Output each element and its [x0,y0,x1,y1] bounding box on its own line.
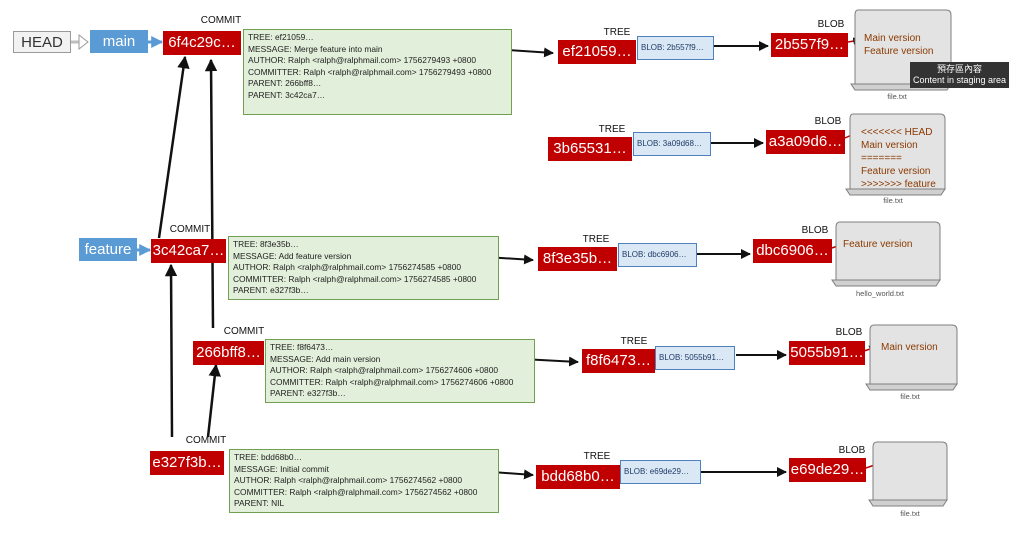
commit-message-line: MESSAGE: Add main version [270,353,381,364]
blob-content-line: Main version [864,33,921,44]
commit-label: COMMIT [223,326,265,337]
commit-tree-line: TREE: bdd68b0… [234,452,302,462]
commit-parent-line: PARENT: e327f3b… [233,285,309,296]
tree-label: TREE [620,336,648,347]
commit-committer-line: COMMITTER: Ralph <ralph@ralphmail.com> 1… [248,66,492,77]
blob-filename: file.txt [887,92,907,101]
commit-parent-line: PARENT: 266bff8… [248,78,322,89]
commit-parent-line: PARENT: NIL [234,498,285,509]
commit-tree-line: TREE: f8f6473… [270,342,334,352]
commit-label: COMMIT [200,15,242,26]
tree-label: TREE [603,27,631,38]
tree-entry: BLOB: 2b557f9… [637,36,714,60]
commit-tree-line: TREE: 8f3e35b… [233,239,299,249]
blob-content-line: ======= [861,153,902,164]
commit-details: TREE: f8f6473… MESSAGE: Add main version… [265,339,535,403]
blob-content: Main version Feature version [864,32,933,58]
commit-label: COMMIT [185,435,227,446]
blob-label: BLOB [835,327,863,338]
blob-hash: a3a09d6… [766,130,845,154]
blob-content-line: Feature version [864,46,934,57]
parent-arrow-e327f3b-to-3c42ca7 [164,263,178,438]
commit-committer-line: COMMITTER: Ralph <ralph@ralphmail.com> 1… [234,486,478,497]
commit-author-line: AUTHOR: Ralph <ralph@ralphmail.com> 1756… [234,475,463,486]
parent-arrow-266bff8-to-6f4c29c [204,58,218,329]
blob-content-line: >>>>>>> feature [861,179,936,190]
blob-hash: 2b557f9… [771,33,848,57]
blob-filename: file.txt [900,509,920,518]
blob-content-line: <<<<<<< HEAD [861,127,933,138]
commit-hash: 266bff8… [193,341,264,365]
tree-label: TREE [583,451,611,462]
commit-message-line: MESSAGE: Add feature version [233,250,352,261]
tree-entry: BLOB: e69de29… [620,460,701,484]
tree-entry: BLOB: 5055b91… [655,346,735,370]
blob-filename: hello_world.txt [856,289,904,298]
tree-hash: bdd68b0… [536,465,620,489]
commit-tree-line: TREE: ef21059… [248,32,314,42]
parent-arrow-3c42ca7-to-6f4c29c [157,55,190,239]
tree-hash: f8f6473… [582,349,655,373]
scroll-icon [845,113,946,196]
commit-parent-line: PARENT: e327f3b… [270,388,346,399]
blob-content: Main version [881,341,938,354]
commit-committer-line: COMMITTER: Ralph <ralph@ralphmail.com> 1… [270,376,514,387]
blob-content-line: Feature version [861,166,931,177]
commit-author-line: AUTHOR: Ralph <ralph@ralphmail.com> 1756… [248,55,477,66]
commit-details: TREE: bdd68b0… MESSAGE: Initial commit A… [229,449,499,513]
commit-label: COMMIT [169,224,211,235]
blob-filename: file.txt [883,196,903,205]
blob-filename: file.txt [900,392,920,401]
blob-hash: 5055b91… [789,341,865,365]
commit-hash: 3c42ca7… [151,239,226,263]
commit-message-line: MESSAGE: Initial commit [234,463,329,474]
commit-message-line: MESSAGE: Merge feature into main [248,43,383,54]
commit-hash: e327f3b… [150,451,224,475]
branch-feature: feature [79,238,137,261]
tree-label: TREE [598,124,626,135]
commit-details: TREE: ef21059… MESSAGE: Merge feature in… [243,29,512,115]
scroll-icon [865,324,958,391]
commit-hash: 6f4c29c… [163,31,241,55]
blob-content: <<<<<<< HEAD Main version ======= Featur… [861,126,936,191]
blob-content-line: Main version [881,342,938,353]
tree-label: TREE [582,234,610,245]
scroll-icon [831,221,941,287]
tooltip-line: 預存區內容 [937,64,983,74]
blob-label: BLOB [801,225,829,236]
head-arrow-tip [78,33,89,51]
tree-hash: 3b65531… [548,137,632,161]
blob-content-line: Feature version [843,239,913,250]
commit-committer-line: COMMITTER: Ralph <ralph@ralphmail.com> 1… [233,273,477,284]
blob-label: BLOB [817,19,845,30]
tree-hash: 8f3e35b… [538,247,617,271]
tree-entry: BLOB: dbc6906… [618,243,697,267]
blob-content-line: Main version [861,140,918,151]
staging-area-tooltip: 預存區內容 Content in staging area [910,62,1010,88]
branch-main: main [90,30,148,53]
head-ref: HEAD [13,31,71,53]
commit-parent-line: PARENT: 3c42ca7… [248,89,326,100]
blob-content: Feature version [843,238,912,251]
tree-hash: ef21059… [558,40,636,64]
blob-hash: dbc6906… [753,239,832,263]
tree-entry: BLOB: 3a09d68… [633,132,711,156]
parent-arrow-e327f3b-to-266bff8 [206,363,221,438]
blob-hash: e69de29… [789,458,866,482]
blob-label: BLOB [814,116,842,127]
scroll-icon [868,441,948,507]
commit-author-line: AUTHOR: Ralph <ralph@ralphmail.com> 1756… [233,262,462,273]
blob-label: BLOB [838,445,866,456]
commit-author-line: AUTHOR: Ralph <ralph@ralphmail.com> 1756… [270,365,499,376]
tooltip-line: Content in staging area [913,75,1007,85]
commit-details: TREE: 8f3e35b… MESSAGE: Add feature vers… [228,236,499,300]
